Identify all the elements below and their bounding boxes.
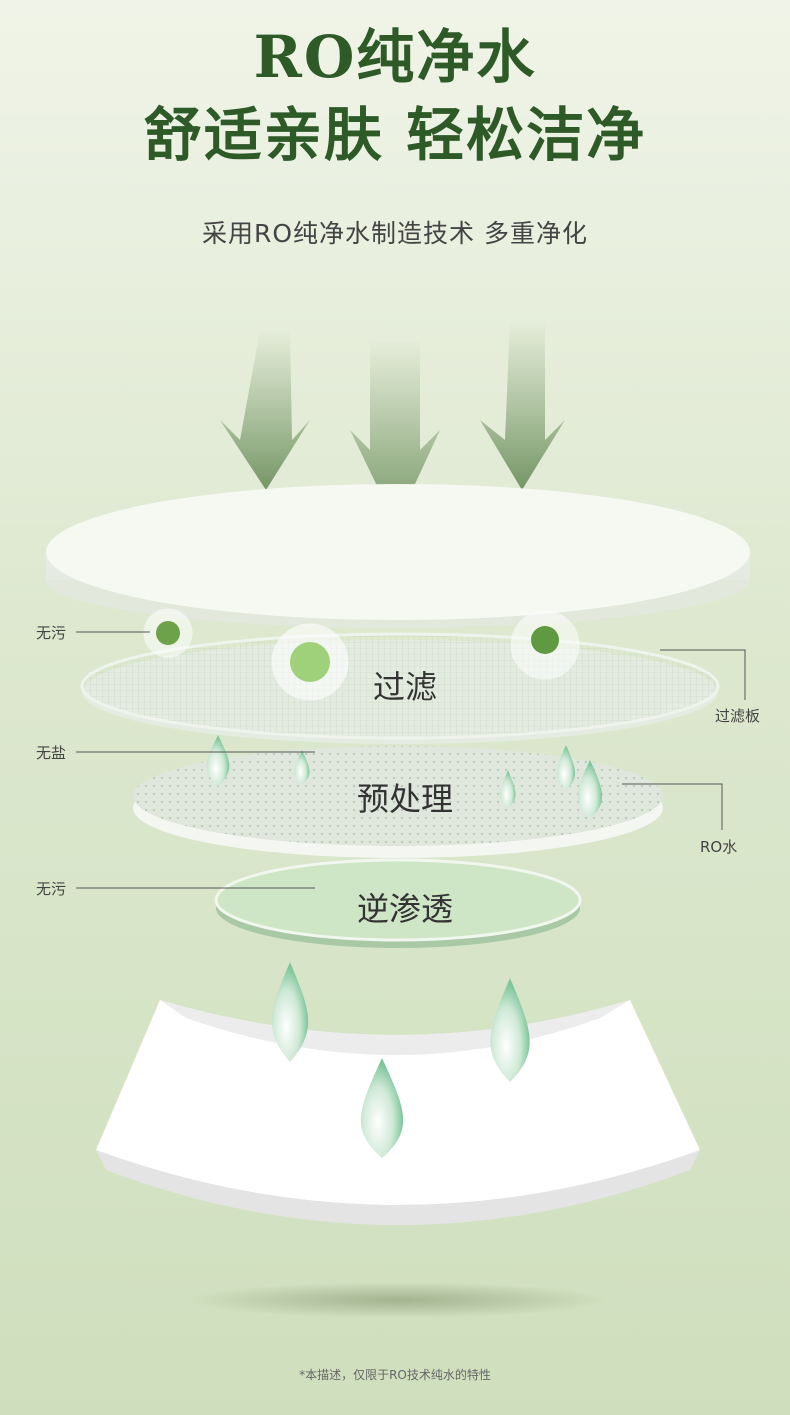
- main-title-line-1: RO纯净水: [253, 23, 537, 91]
- callout-no-pollution-bottom: 无污: [36, 880, 67, 898]
- callout-lines: [76, 631, 746, 889]
- down-arrow-right: [480, 320, 565, 490]
- water-drop-icon: [206, 735, 230, 786]
- bacteria-icon: [143, 608, 193, 658]
- water-drop-icon: [556, 745, 576, 790]
- subtitle: 采用RO纯净水制造技术 多重净化: [202, 219, 588, 248]
- callout-no-salt: 无盐: [36, 744, 67, 762]
- down-arrow-center: [350, 340, 440, 525]
- wipe-sheet: [96, 1000, 700, 1318]
- bacteria-icon: [510, 610, 580, 680]
- top-filter-disc: [46, 484, 750, 628]
- callout-filter-plate: 过滤板: [715, 707, 761, 725]
- pretreatment-disc: [133, 746, 663, 858]
- main-title-line-2: 舒适亲肤 轻松洁净: [143, 101, 647, 169]
- bacteria-icon: [271, 623, 349, 701]
- water-drop-icon: [500, 770, 516, 808]
- callout-ro-water: RO水: [700, 838, 738, 856]
- water-drop-icon: [294, 750, 310, 784]
- callout-no-pollution-top: 无污: [36, 624, 67, 642]
- water-drop-icon: [360, 1058, 404, 1158]
- water-drop-icon: [577, 760, 603, 818]
- layer-label-reverse-osmosis: 逆渗透: [356, 890, 453, 928]
- layer-label-pretreat: 预处理: [356, 780, 453, 818]
- down-arrow-left: [220, 330, 310, 490]
- disclaimer: *本描述，仅限于RO技术纯水的特性: [299, 1368, 491, 1382]
- water-drop-icon: [271, 962, 309, 1062]
- layer-label-filter: 过滤: [372, 668, 437, 706]
- water-drop-icon: [490, 978, 530, 1082]
